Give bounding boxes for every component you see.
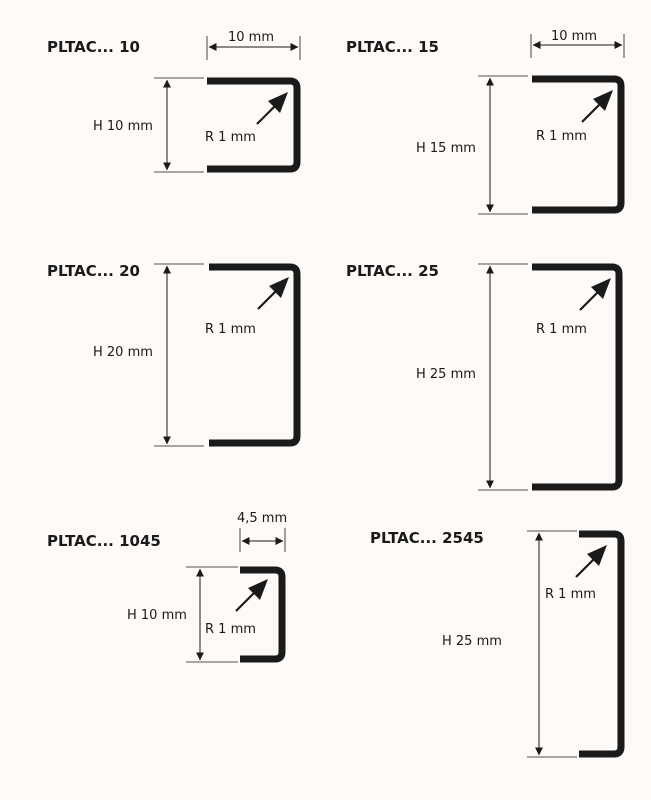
profile-title: PLTAC... 2545 bbox=[370, 529, 484, 547]
u-profile-shape bbox=[209, 263, 301, 447]
height-label: H 20 mm bbox=[93, 345, 153, 360]
height-label: H 10 mm bbox=[93, 119, 153, 134]
profile-pltac-25: PLTAC... 25 H 25 mm R 1 mm bbox=[346, 262, 623, 491]
height-label: H 25 mm bbox=[442, 634, 502, 649]
width-label: 10 mm bbox=[551, 29, 597, 44]
radius-arrow-line bbox=[256, 104, 277, 125]
u-profile-shape bbox=[579, 530, 625, 758]
u-profile-shape bbox=[207, 77, 301, 173]
radius-arrow-line bbox=[581, 102, 602, 123]
profile-pltac-20: PLTAC... 20 H 20 mm R 1 mm bbox=[47, 262, 301, 447]
radius-arrowhead bbox=[248, 579, 268, 600]
radius-arrowhead bbox=[269, 277, 289, 298]
profile-pltac-1045: PLTAC... 1045 4,5 mm H 10 mm R 1 mm bbox=[47, 511, 287, 663]
radius-label: R 1 mm bbox=[205, 622, 256, 637]
radius-label: R 1 mm bbox=[545, 587, 596, 602]
u-profile-shape bbox=[240, 566, 286, 663]
profile-title: PLTAC... 10 bbox=[47, 38, 140, 56]
radius-arrowhead bbox=[591, 278, 611, 299]
radius-label: R 1 mm bbox=[536, 322, 587, 337]
height-label: H 15 mm bbox=[416, 141, 476, 156]
profile-title: PLTAC... 25 bbox=[346, 262, 439, 280]
profile-pltac-15: PLTAC... 15 10 mm H 15 mm R 1 mm bbox=[346, 29, 625, 215]
radius-label: R 1 mm bbox=[205, 130, 256, 145]
profile-title: PLTAC... 20 bbox=[47, 262, 140, 280]
radius-arrowhead bbox=[593, 90, 613, 111]
profile-title: PLTAC... 15 bbox=[346, 38, 439, 56]
radius-label: R 1 mm bbox=[205, 322, 256, 337]
radius-label: R 1 mm bbox=[536, 129, 587, 144]
radius-arrowhead bbox=[587, 545, 607, 566]
profile-title: PLTAC... 1045 bbox=[47, 532, 161, 550]
width-label: 10 mm bbox=[228, 30, 274, 45]
profile-pltac-10: PLTAC... 10 10 mm H 10 mm R 1 mm bbox=[47, 30, 301, 173]
height-label: H 10 mm bbox=[127, 608, 187, 623]
radius-arrow-line bbox=[235, 591, 256, 612]
u-profile-shape bbox=[532, 263, 623, 491]
radius-arrowhead bbox=[268, 92, 288, 113]
height-label: H 25 mm bbox=[416, 367, 476, 382]
radius-arrow-line bbox=[575, 557, 596, 578]
radius-arrow-line bbox=[257, 289, 278, 310]
u-profile-shape bbox=[532, 75, 625, 214]
radius-arrow-line bbox=[579, 290, 600, 311]
profile-pltac-2545: PLTAC... 2545 H 25 mm R 1 mm bbox=[370, 529, 625, 758]
width-label: 4,5 mm bbox=[237, 511, 287, 526]
